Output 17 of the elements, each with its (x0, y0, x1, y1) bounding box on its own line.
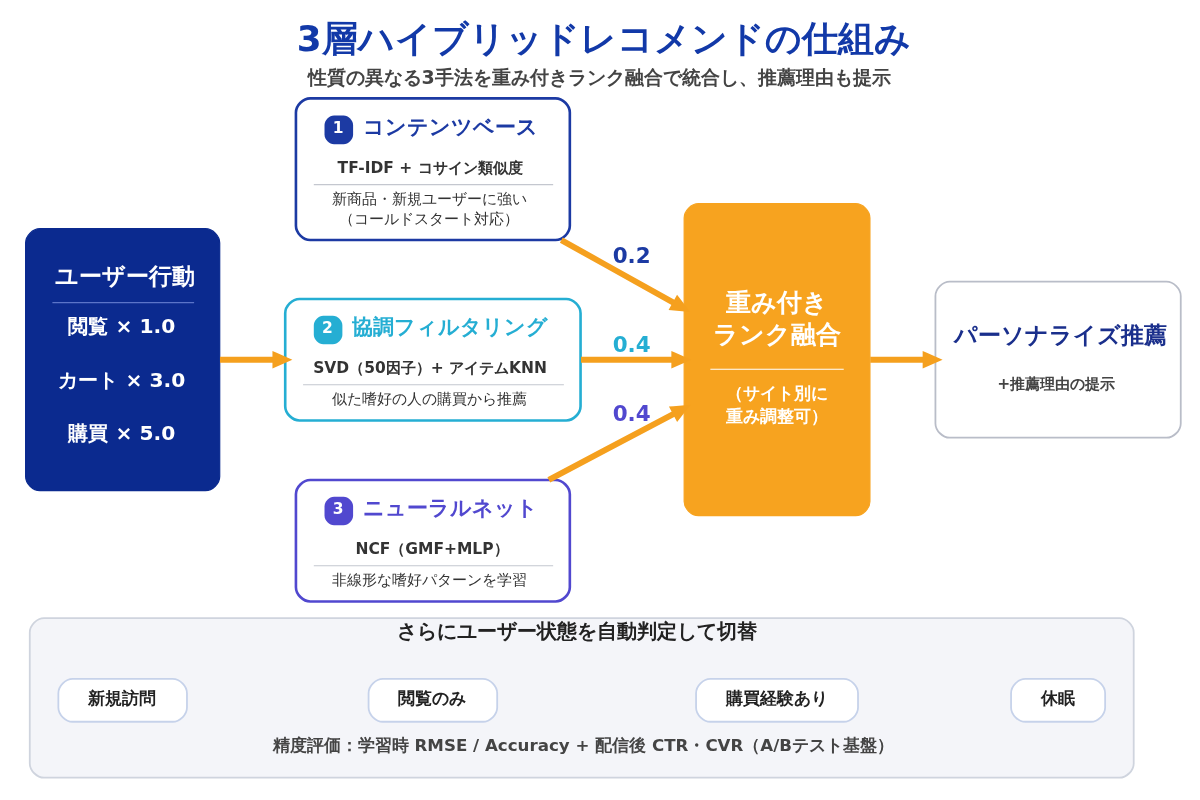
edge-label: 0.4 (612, 400, 651, 426)
node-box: ユーザー行動 閲覧 × 1.0 カート × 3.0 購買 × 5.0 (24, 227, 220, 491)
node-box: 休眠 (1009, 677, 1106, 723)
caption: 性質の異なる3手法を重み付きランク融合で統合し、推薦理由も提示 (307, 65, 891, 88)
node-box: 購買経験あり (694, 677, 859, 723)
node-box: 3 ニューラルネット NCF（GMF+MLP） 非線形な嗜好パターンを学習 (294, 478, 571, 603)
node-box: パーソナライズ推薦 +推薦理由の提示 (934, 280, 1182, 439)
diagram-title: 3層ハイブリッドレコメンドの仕組み (296, 17, 911, 59)
node-box: 1 コンテンツベース TF-IDF + コサイン類似度 新商品・新規ユーザーに強い（コールドスタート対応） (294, 96, 571, 241)
edge-label: 0.2 (612, 242, 651, 268)
arrow (219, 350, 292, 368)
node-box: 新規訪問 (56, 677, 188, 723)
arrow (869, 350, 943, 368)
node-box: 2 協調フィルタリング SVD（50因子）+ アイテムKNN 似た嗜好の人の購買から推薦 (283, 297, 582, 422)
node-box: 重み付きランク融合 （サイト別に重み調整可） (683, 202, 871, 516)
node-box: 閲覧のみ (367, 677, 498, 723)
edge-label: 0.4 (612, 331, 651, 357)
